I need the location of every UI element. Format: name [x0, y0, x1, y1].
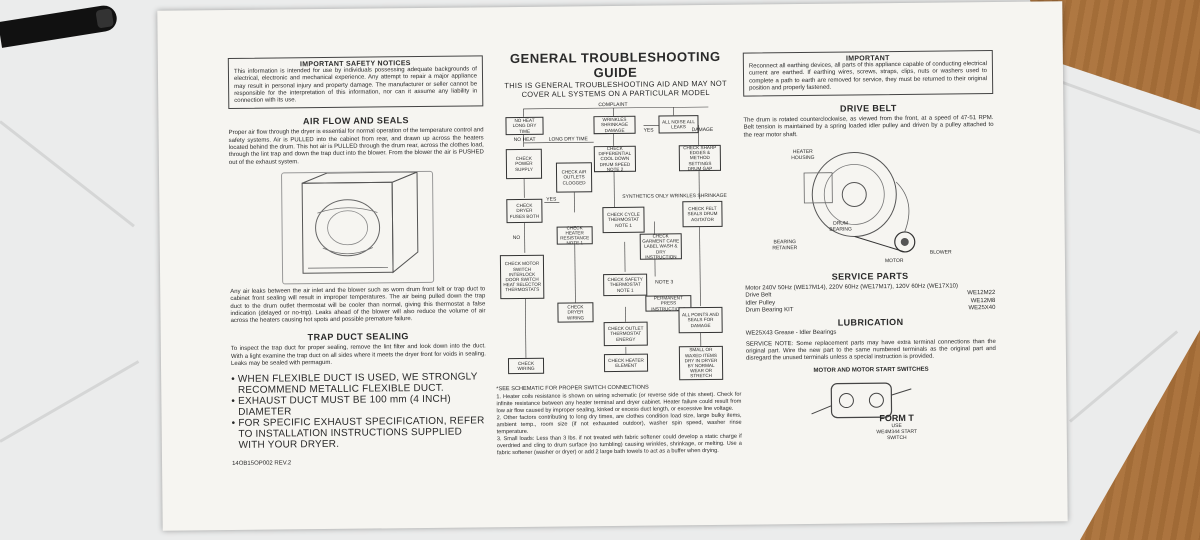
bullet-item: •WHEN FLEXIBLE DUCT IS USED, WE STRONGLY… [231, 371, 478, 397]
drive-belt-title: DRIVE BELT [839, 103, 897, 114]
flow-box-all-points: ALL POINTS AND SEALS FOR DAMAGE [678, 306, 723, 334]
drive-belt-text: The drum is rotated counterclockwise, as… [743, 115, 994, 139]
start-switch-illustration: FORM T USE WE4M344 START SWITCH [746, 374, 997, 441]
flow-box-care-label: CHECK GARMENT CARE LABEL WASH & DRY INST… [639, 233, 682, 260]
flow-box-small-items: SMALL OR WAXED ITEMS DRY IN DRYER BY NOR… [678, 345, 724, 381]
flow-box-long-dry: NO HEAT LONG DRY TIME [505, 116, 544, 136]
guide-title: GENERAL TROUBLESHOOTING GUIDE [509, 48, 721, 81]
flow-label-yes-2: YES [546, 196, 557, 203]
dryer-cutaway-illustration [280, 170, 434, 285]
label-motor: MOTOR [884, 258, 904, 265]
flow-box-felt: CHECK FELT SEALS DRUM AGITATOR [682, 200, 723, 228]
airflow-text: Proper air flow through the dryer is ess… [228, 127, 484, 166]
flow-label-damage: DAMAGE [691, 126, 714, 134]
flow-box-cooldown: CHECK DIFFERENTIAL COOL DOWN DRUM SPEED … [593, 145, 637, 173]
note-list: 1. Heater coils resistance is shown on w… [496, 392, 742, 458]
important-box: IMPORTANT Reconnect all earthing devices… [742, 50, 994, 97]
leak-text: Any air leaks between the air inlet and … [230, 286, 486, 325]
schematic-note: *SEE SCHEMATIC FOR PROPER SWITCH CONNECT… [496, 384, 649, 393]
revision-footer: 14OB15OP002 REV.2 [232, 460, 292, 468]
flow-box-fuses: CHECK DRYER FUSES BOTH [506, 198, 543, 224]
safety-notice-box: IMPORTANT SAFETY NOTICES This informatio… [227, 55, 484, 110]
drive-belt-illustration: HEATER HOUSING DRUM BEARING BEARING RETA… [744, 141, 995, 269]
guide-subtitle: THIS IS GENERAL TROUBLESHOOTING AID AND … [504, 78, 727, 99]
label-bearing-retainer: BEARING RETAINER [772, 239, 798, 252]
flow-box-safety-thermostat: CHECK SAFETY THERMOSTAT NOTE 1 [603, 273, 648, 297]
trap-text: To inspect the trap duct for proper seal… [230, 343, 486, 368]
center-column: GENERAL TROUBLESHOOTING GUIDE THIS IS GE… [492, 5, 742, 458]
flow-note-3: NOTE 3 [655, 279, 674, 286]
left-column: IMPORTANT SAFETY NOTICES This informatio… [227, 7, 487, 467]
flow-label-no-heat: NO HEAT [513, 136, 536, 144]
right-column: IMPORTANT Reconnect all earthing devices… [742, 2, 997, 441]
trap-title: TRAP DUCT SEALING [307, 331, 409, 343]
flow-label-synthetics: SYNTHETICS ONLY WRINKLES SHRINKAGE [622, 192, 727, 200]
label-drum-bearing: DRUM BEARING [829, 220, 852, 233]
flow-box-check-wiring: CHECK WIRING [507, 357, 545, 375]
flow-box-motor-switch: CHECK MOTOR SWITCH INTERLOCK DOOR SWITCH… [499, 254, 545, 300]
flow-box-supply: CHECK POWER SUPPLY [505, 148, 543, 180]
flow-label-yes: YES [643, 127, 654, 134]
service-parts-title: SERVICE PARTS [831, 270, 909, 282]
flow-label-no: NO [512, 234, 521, 242]
troubleshooting-flowchart: COMPLAINT NO HEAT LONG DRY TIME WRINKLES… [493, 101, 741, 384]
start-switch-drawing [811, 382, 912, 419]
duct-bullet-list: •WHEN FLEXIBLE DUCT IS USED, WE STRONGLY… [231, 372, 487, 452]
instruction-sheet: IMPORTANT SAFETY NOTICES This informatio… [157, 1, 1068, 531]
label-heater-housing: HEATER HOUSING [791, 148, 815, 162]
flow-box-thermostat: CHECK CYCLE THERMOSTAT NOTE 1 [602, 206, 645, 234]
flow-box-wrinkles: WRINKLES SHRINKAGE DAMAGE [593, 115, 636, 135]
bullet-item: •FOR SPECIFIC EXHAUST SPECIFICATION, REF… [231, 415, 485, 452]
label-blower: BLOWER [929, 249, 952, 256]
safety-text: This information is intended for use by … [233, 66, 478, 105]
airflow-title: AIR FLOW AND SEALS [302, 115, 409, 127]
important-text: Reconnect all earthing devices, all part… [748, 61, 988, 92]
drive-belt-drawing [803, 152, 916, 253]
form-t-label: FORM T USE WE4M344 START SWITCH [876, 412, 918, 441]
note-item: 3. Small loads: Less than 3 lbs. if not … [496, 433, 742, 457]
flow-complaint: COMPLAINT [598, 101, 628, 109]
lubrication-title: LUBRICATION [837, 317, 904, 328]
flow-label-long-dry: LONG DRY TIME [548, 136, 588, 143]
service-note: SERVICE NOTE: Some replacement parts may… [745, 338, 996, 362]
dryer-drawing [301, 171, 418, 274]
lubrication-text: WE25X43 Grease - Idler Bearings [745, 329, 837, 337]
bullet-item: •EXHAUST DUCT MUST BE 100 mm (4 INCH) DI… [231, 394, 451, 419]
note-item: 1. Heater coils resistance is shown on w… [496, 391, 742, 415]
flow-box-heater: CHECK HEATER RESISTANCE NOTE 1 [556, 225, 593, 246]
flow-box-sharp: CHECK SHARP EDGES & METHOD SETTINGS DRUM… [678, 144, 722, 172]
flow-box-heater-element: CHECK HEATER ELEMENT [603, 353, 649, 373]
flow-box-wiring: CHECK DRYER WIRING [557, 302, 594, 323]
flow-box-clogged: CHECK AIR OUTLETS CLOGGED [555, 162, 593, 193]
note-item: 2. Other factors contributing to long dr… [496, 412, 742, 436]
flow-box-outlet-thermostat: CHECK OUTLET THERMOSTAT ENERGY [603, 321, 648, 347]
